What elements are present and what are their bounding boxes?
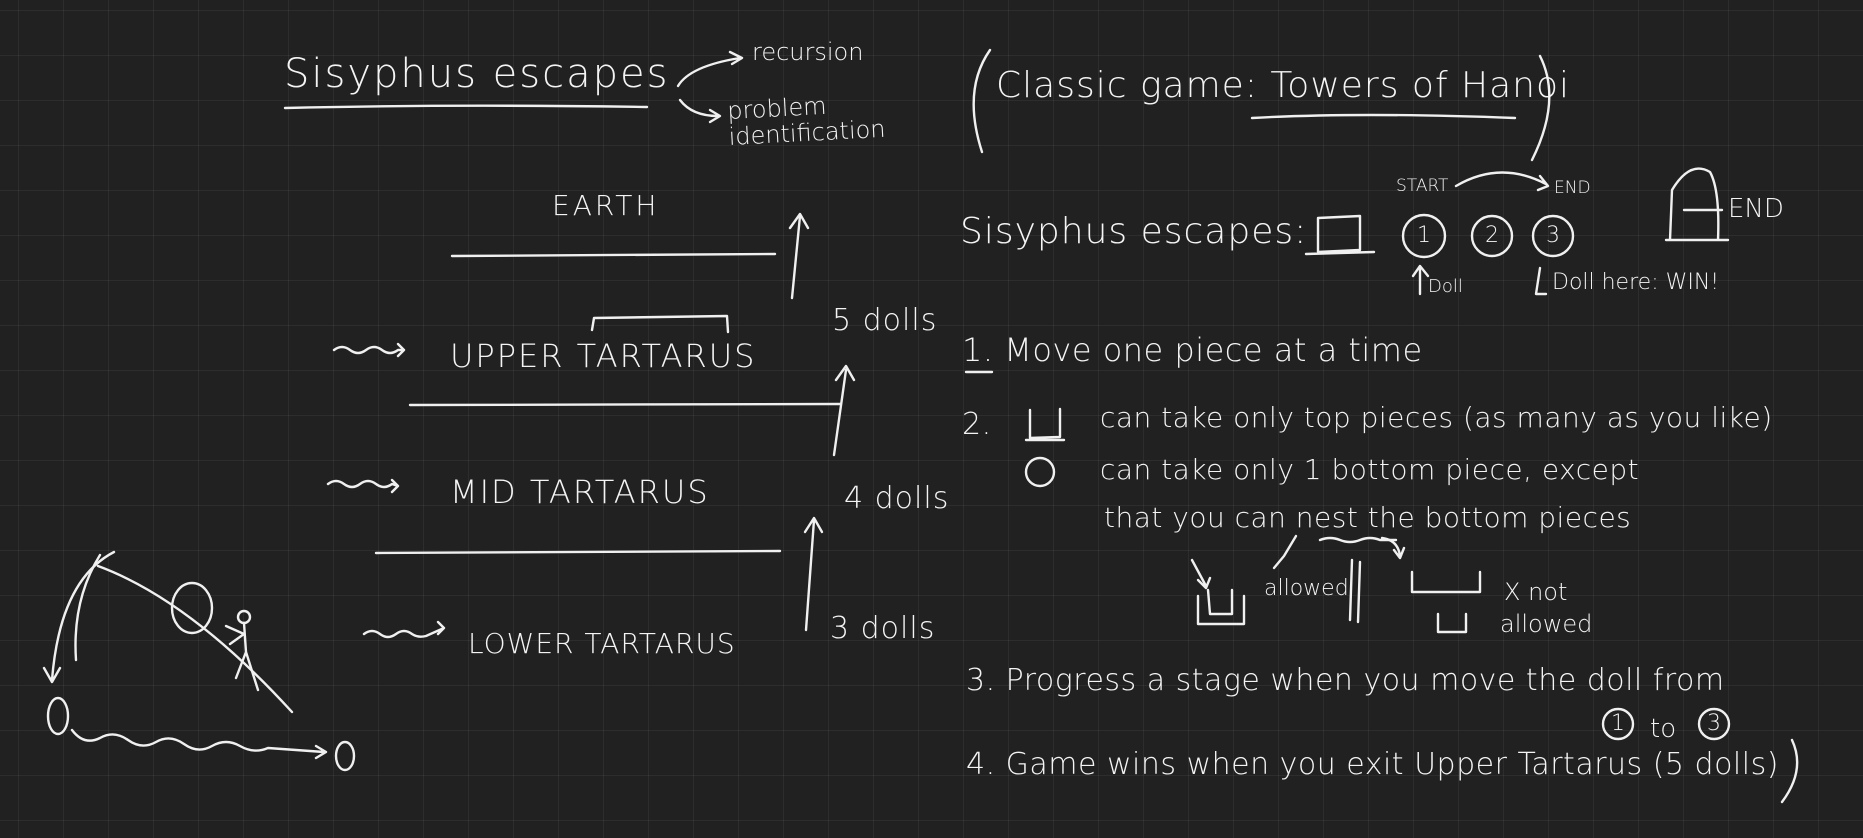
left-paren bbox=[972, 48, 992, 154]
rule4-paren bbox=[1780, 738, 1799, 804]
pos2-circle bbox=[1470, 214, 1514, 258]
rule-4-num: 4. bbox=[966, 747, 996, 782]
title: Sisyphus escapes bbox=[284, 51, 670, 97]
win-note: Doll here: WIN! bbox=[1552, 270, 1720, 295]
doll-note: Doll bbox=[1428, 276, 1463, 297]
nested-cup-outer bbox=[1196, 594, 1246, 626]
sisyphus-head bbox=[236, 609, 252, 625]
to-mid-arrow bbox=[803, 516, 824, 632]
board-end-arrow: END bbox=[1554, 178, 1591, 198]
rule-2c-text: that you can nest the bottom pieces bbox=[1104, 501, 1632, 534]
board-pos-3: 3 bbox=[1546, 223, 1560, 248]
big-cup bbox=[1410, 570, 1482, 594]
bottom-boulder bbox=[46, 696, 70, 736]
recursion-arrow bbox=[676, 50, 744, 88]
rule-1: 1. Move one piece at a time bbox=[962, 334, 1423, 366]
problem-arrow bbox=[678, 98, 722, 124]
rule-3-text: Progress a stage when you move the doll … bbox=[1005, 663, 1725, 698]
dolls-upper: 5 dolls bbox=[832, 303, 938, 338]
rule2-square-icon bbox=[1024, 407, 1066, 442]
board-pos-2: 2 bbox=[1485, 223, 1499, 248]
exit-door bbox=[1664, 167, 1730, 242]
level-lower-tartarus: LOWER TARTARUS bbox=[468, 627, 736, 660]
rule-3-num: 3. bbox=[966, 663, 996, 698]
nest-arrow-left bbox=[1190, 558, 1212, 590]
nested-cup-inner bbox=[1206, 588, 1234, 616]
rule-2-num: 2. bbox=[962, 407, 992, 442]
nest-not-marker: X not bbox=[1504, 578, 1568, 606]
rule-3: 3. Progress a stage when you move the do… bbox=[966, 666, 1725, 696]
start-end-arrow bbox=[1454, 171, 1550, 192]
dolls-mid: 4 dolls bbox=[844, 481, 950, 516]
win-bracket bbox=[1534, 266, 1548, 296]
to-earth-arrow bbox=[788, 212, 810, 300]
board-square bbox=[1304, 214, 1376, 256]
rule-3-to: 3 bbox=[1707, 711, 1721, 736]
rule-2b-text: can take only 1 bottom piece, except bbox=[1100, 453, 1640, 486]
rule-3-to-word: to bbox=[1650, 714, 1677, 744]
hill-slope bbox=[96, 564, 294, 714]
nest-not-allowed: allowed bbox=[1500, 610, 1593, 638]
rule3-from-circle bbox=[1601, 707, 1635, 741]
rule3-to-circle bbox=[1697, 707, 1731, 741]
upper-line bbox=[408, 402, 842, 407]
rule-4: 4. Game wins when you exit Upper Tartaru… bbox=[966, 750, 1779, 780]
board-pos-1: 1 bbox=[1417, 223, 1431, 248]
to-upper-arrow bbox=[832, 364, 856, 457]
right-paren bbox=[1530, 54, 1551, 162]
dolls-lower: 3 dolls bbox=[830, 611, 936, 646]
classic-game: Classic game: Towers of Hanoi bbox=[996, 68, 1570, 104]
upper-overline bbox=[590, 314, 730, 334]
boulder bbox=[170, 581, 214, 635]
rule2-circle-icon bbox=[1024, 456, 1056, 488]
branch-recursion: recursion bbox=[752, 38, 864, 66]
title-underline bbox=[283, 104, 649, 110]
sisyphus-body bbox=[224, 621, 260, 692]
doll-arrow bbox=[1411, 264, 1430, 296]
wavy-return bbox=[70, 728, 328, 760]
far-circle bbox=[334, 740, 356, 772]
nest-allowed: allowed bbox=[1264, 576, 1349, 601]
rule-2-text: can take only top pieces (as many as you… bbox=[1100, 401, 1773, 434]
pos1-circle bbox=[1401, 213, 1447, 259]
nest-underline bbox=[1318, 536, 1398, 544]
separator-bars bbox=[1348, 558, 1362, 624]
board-start: START bbox=[1396, 176, 1449, 196]
mid-squiggle bbox=[326, 478, 400, 494]
rule-1-num: 1. bbox=[962, 331, 994, 369]
pos3-circle bbox=[1531, 214, 1575, 258]
classic-game-name: Towers of Hanoi bbox=[1270, 65, 1571, 106]
rule-3-from: 1 bbox=[1611, 711, 1625, 736]
lower-squiggle bbox=[362, 620, 446, 639]
rule-1-text: Move one piece at a time bbox=[1004, 331, 1423, 369]
nest-tick bbox=[1272, 534, 1298, 570]
small-cup bbox=[1436, 612, 1468, 634]
fall-arc-inner bbox=[74, 553, 102, 662]
exit-label: END bbox=[1728, 194, 1784, 224]
fall-arc bbox=[42, 550, 116, 684]
branch-problem-text: problem identification bbox=[726, 91, 887, 151]
nest-arrow-right bbox=[1380, 536, 1406, 560]
upper-squiggle bbox=[332, 342, 406, 358]
rule-4-text: Game wins when you exit Upper Tartarus (… bbox=[1005, 747, 1779, 782]
mid-line bbox=[374, 549, 782, 555]
level-mid-tartarus: MID TARTARUS bbox=[450, 473, 710, 511]
classic-game-prefix: Classic game: bbox=[996, 65, 1258, 106]
earth-line bbox=[450, 252, 777, 258]
hanoi-underline bbox=[1250, 113, 1517, 120]
board-label: Sisyphus escapes: bbox=[960, 211, 1308, 252]
level-earth: EARTH bbox=[552, 189, 660, 222]
level-upper-tartarus: UPPER TARTARUS bbox=[450, 337, 757, 375]
